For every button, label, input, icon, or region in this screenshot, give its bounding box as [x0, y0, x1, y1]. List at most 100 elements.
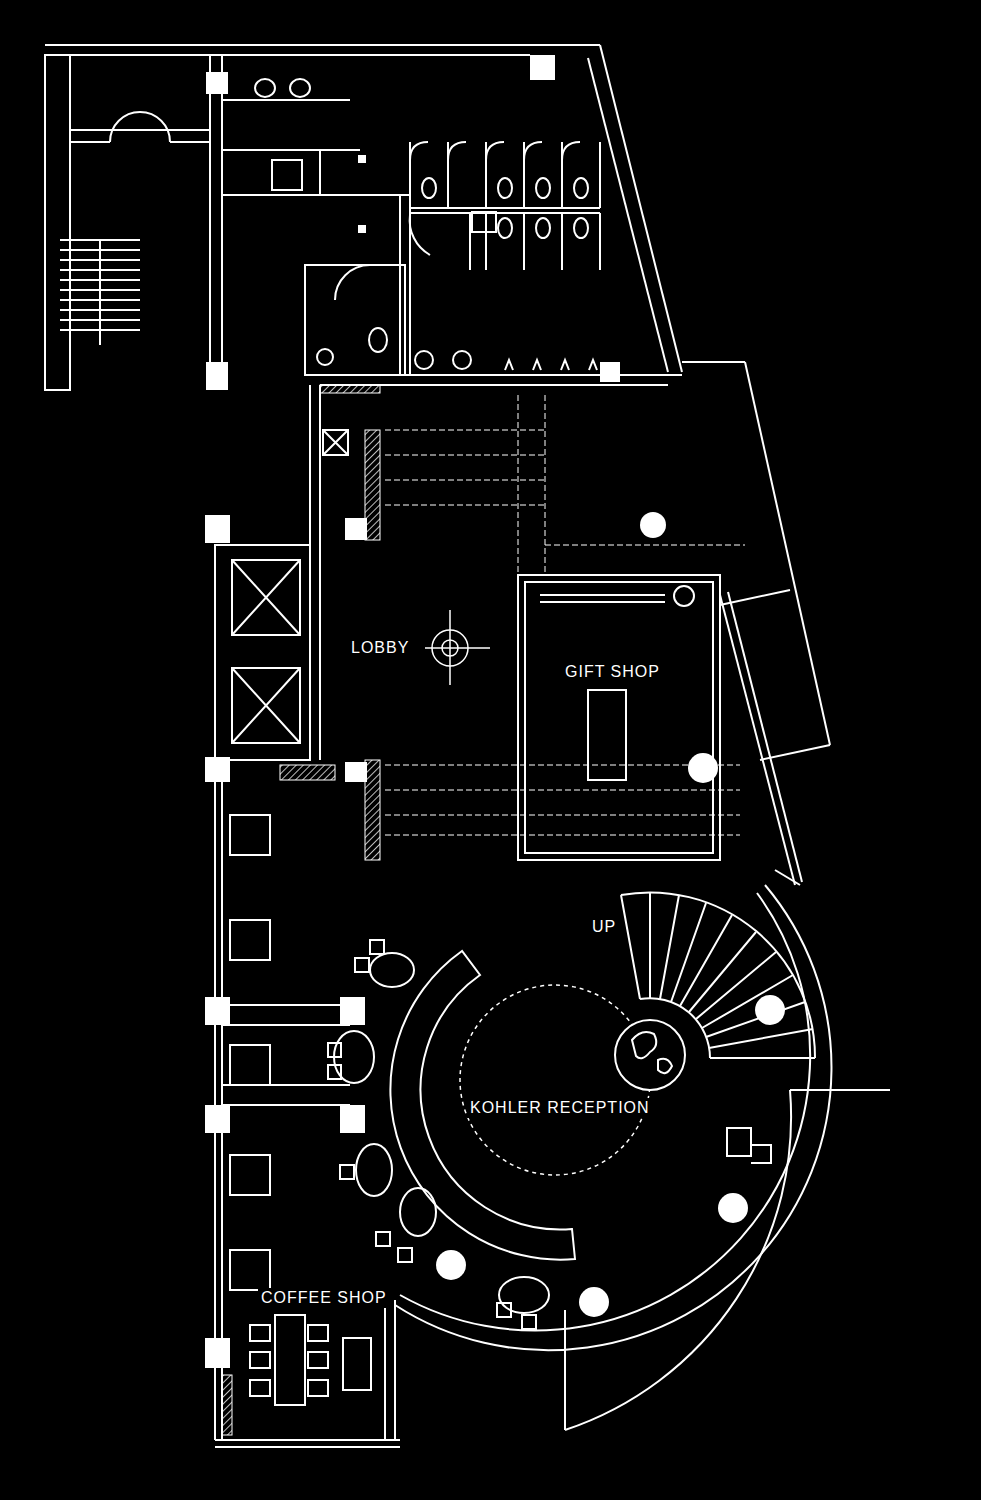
room-label: LOBBY [348, 638, 412, 658]
walls-part [232, 560, 300, 635]
walls-part [409, 142, 411, 208]
lobby-steps-part [545, 545, 745, 546]
walls-part [498, 178, 512, 198]
walls-part [400, 893, 810, 1330]
walls-part [422, 178, 436, 198]
walls-part [290, 79, 310, 97]
walls-part [45, 55, 70, 390]
columns-part [600, 362, 620, 382]
walls-part [55, 54, 530, 56]
walls-part [323, 430, 348, 455]
walls-part [328, 1043, 341, 1057]
walls-part [376, 1232, 390, 1246]
walls-part [230, 815, 270, 855]
walls-part [221, 55, 223, 390]
walls-part [536, 218, 550, 238]
walls-part [447, 142, 449, 208]
walls-part [415, 351, 433, 369]
walls-part [323, 430, 348, 455]
light-fixtures-part [579, 1287, 609, 1317]
walls-part [70, 129, 210, 131]
walls-part [272, 160, 302, 190]
walls-part [498, 218, 512, 238]
walls-part [230, 1155, 270, 1195]
walls-part [230, 920, 270, 960]
walls-part [222, 1024, 350, 1026]
walls-part [728, 592, 802, 882]
walls-part [561, 142, 563, 208]
walls-part [45, 44, 600, 46]
room-label: COFFEE SHOP [258, 1288, 390, 1308]
walls-part [398, 1248, 412, 1262]
walls-part [790, 1089, 890, 1091]
walls-part [232, 668, 300, 743]
walls-part [340, 1165, 354, 1179]
walls-part [319, 545, 321, 760]
walls-part [472, 212, 496, 232]
walls-part [394, 1300, 396, 1440]
light-fixtures-part [436, 1250, 466, 1280]
walls-part [319, 150, 321, 195]
walls-part [720, 595, 795, 885]
columns-part [358, 225, 366, 233]
walls-part [760, 745, 830, 760]
walls-part [410, 215, 430, 255]
lobby-steps-part [518, 395, 519, 575]
light-fixtures-part [640, 512, 666, 538]
lobby-steps-part [385, 765, 740, 766]
columns-part [206, 72, 228, 94]
walls-part [319, 385, 321, 545]
walls-part [308, 1380, 328, 1396]
walls-part [574, 218, 588, 238]
hatched-walls-part [222, 1375, 232, 1435]
walls-part [497, 1303, 511, 1317]
lobby-steps-part [385, 430, 545, 431]
columns-part [345, 518, 367, 540]
walls-part [110, 112, 170, 142]
walls-part [232, 668, 300, 743]
walls-part [469, 213, 471, 270]
hatched-walls-part [320, 385, 380, 393]
walls-part [460, 985, 650, 1175]
hatched-walls-part [365, 430, 380, 540]
walls-part [215, 545, 310, 760]
walls-part [222, 194, 410, 196]
walls-part [222, 149, 360, 151]
columns [205, 55, 620, 1368]
columns-part [205, 1105, 230, 1133]
walls-part [522, 1315, 536, 1329]
columns-part [205, 515, 230, 543]
columns-part [205, 1338, 230, 1368]
walls-part [222, 1004, 350, 1006]
walls-part [232, 560, 300, 635]
walls-part [564, 1310, 566, 1430]
walls-part [250, 1380, 270, 1396]
hatched-walls-part [280, 765, 335, 780]
walls-part [453, 351, 471, 369]
walls-part [60, 240, 140, 345]
walls-part [518, 575, 720, 860]
columns-part [205, 997, 230, 1025]
walls-part [588, 58, 668, 372]
room-label: KOHLER RECEPTION [467, 1098, 653, 1118]
room-label: UP [589, 917, 619, 937]
walls-part [574, 178, 588, 198]
walls-part [305, 265, 405, 375]
walls-part [170, 141, 210, 143]
walls-part [410, 212, 600, 214]
walls-part [230, 1045, 270, 1085]
walls-part [565, 1090, 791, 1430]
walls-part [400, 1188, 436, 1236]
walls-part [317, 349, 333, 365]
walls-part [523, 213, 525, 270]
lobby-steps-part [545, 395, 546, 575]
walls-part [222, 99, 350, 101]
crosshair-symbol [425, 610, 490, 685]
walls-part [343, 1338, 371, 1390]
lobby-steps-part [385, 505, 545, 506]
walls-part [384, 1300, 386, 1440]
walls-part [505, 360, 597, 370]
walls-part [561, 213, 563, 270]
lobby-steps [385, 395, 745, 835]
